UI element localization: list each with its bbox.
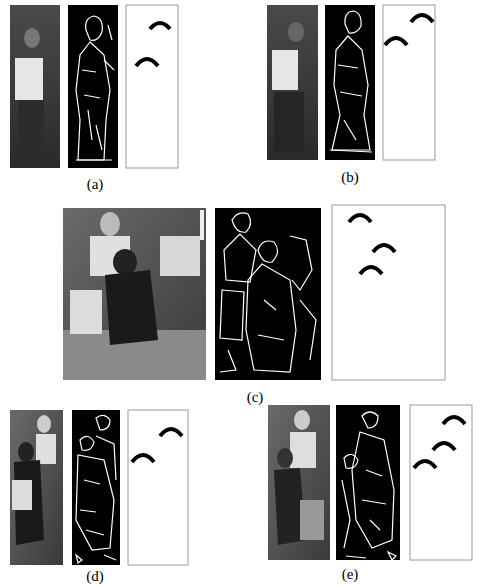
panel-b (267, 5, 435, 160)
panel-label: (e) (342, 566, 359, 583)
panel-c (63, 205, 445, 380)
panel-d (10, 410, 188, 565)
panel-label: (d) (86, 568, 104, 585)
panel-label: (b) (341, 169, 359, 186)
panel-label: (c) (247, 389, 264, 406)
panel-e (268, 405, 472, 560)
panel-label: (a) (87, 176, 104, 193)
panel-a (10, 5, 178, 168)
